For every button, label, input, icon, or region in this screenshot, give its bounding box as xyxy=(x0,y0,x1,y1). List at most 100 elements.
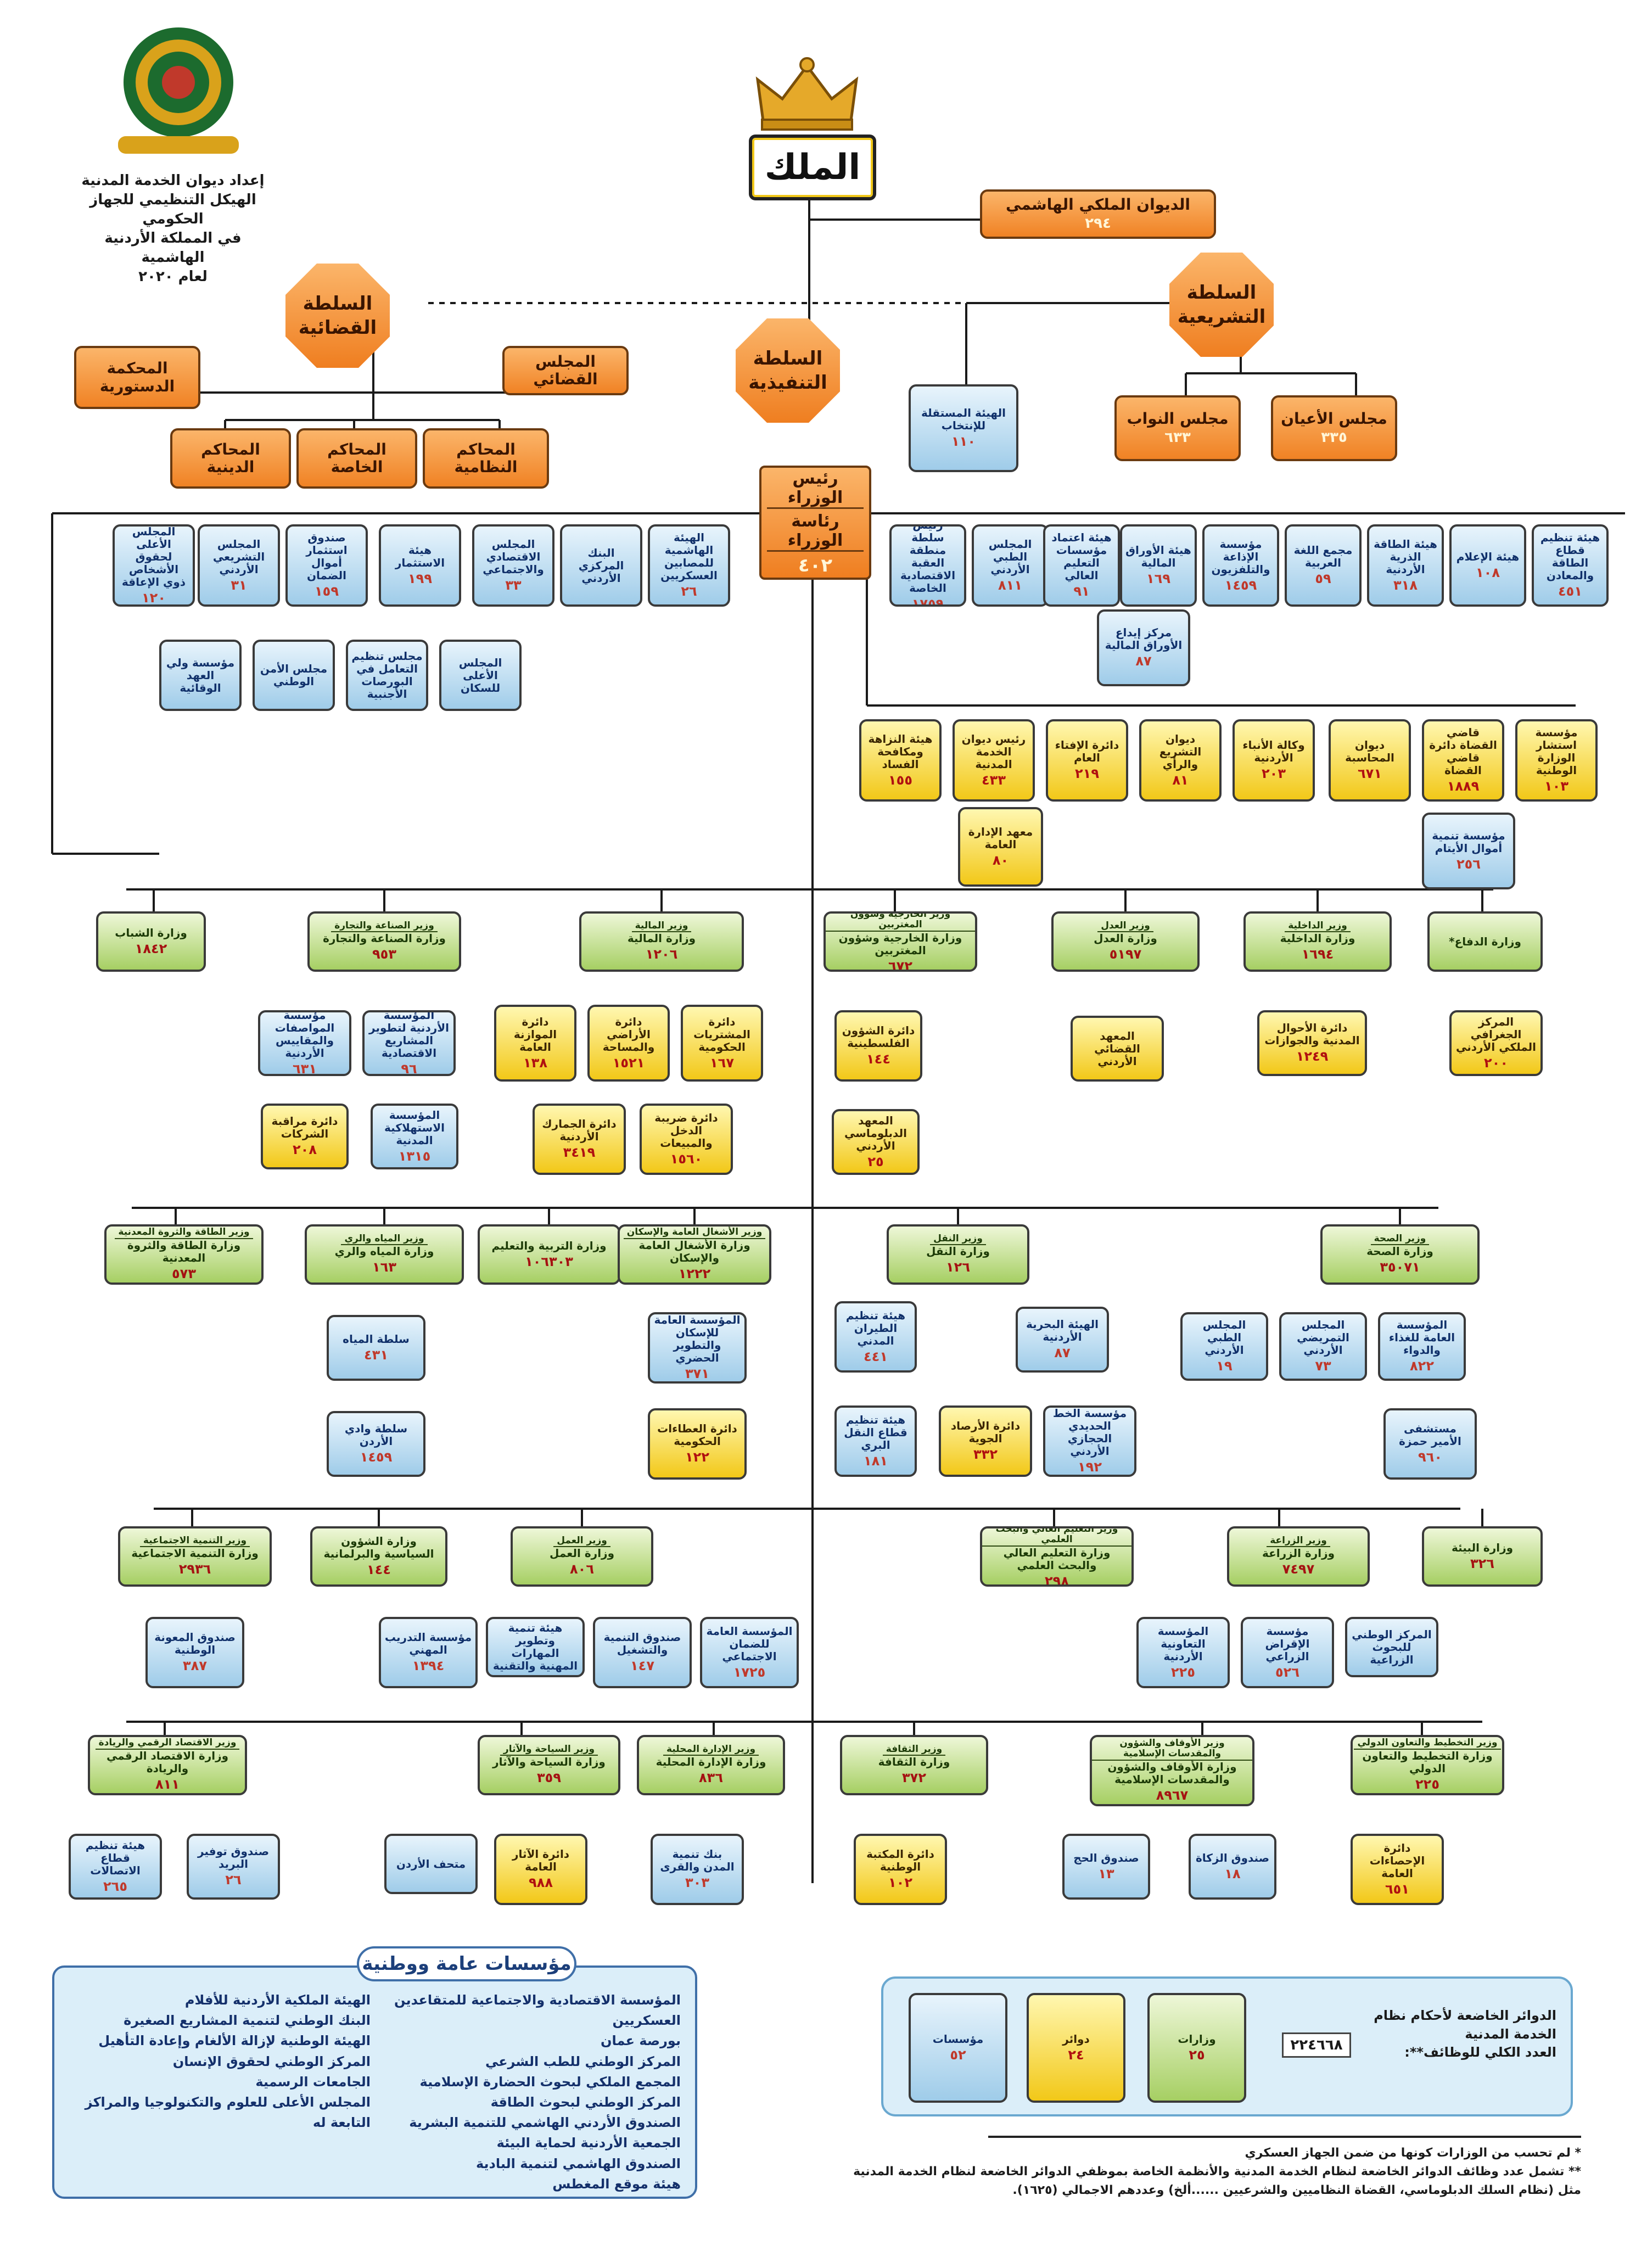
unit-income-tax-count: ١٥٦٠ xyxy=(670,1151,703,1167)
unit-national-aid-label: صندوق المعونة الوطنية xyxy=(154,1631,236,1657)
public-admin-label: معهد الإدارة العامة xyxy=(968,825,1033,851)
ministry-energy-label: وزارة الطاقة والثروة المعدنية xyxy=(127,1238,241,1264)
unit-telecom-label: هيئة تنظيم قطاع الاتصالات xyxy=(85,1838,145,1877)
ministry-digital-label: وزارة الاقتصاد الرقمي والريادة xyxy=(106,1749,229,1775)
ministry-interior-count: ١٦٩٤ xyxy=(1301,947,1334,962)
unit-customs-label: دائرة الجمارك الأردنية xyxy=(542,1117,617,1144)
religious-courts: المحاكم الدينية xyxy=(170,428,291,489)
unit-food-drug-label: المؤسسة العامة للغذاء والدواء xyxy=(1388,1318,1455,1357)
public-admin-institute: معهد الإدارة العامة ٨٠ xyxy=(958,807,1043,887)
institution-item: الصندوق الهاشمي لتنمية البادية xyxy=(475,2155,681,2171)
pm-left-central-bank-label: البنك المركزي الأردني xyxy=(578,546,624,585)
unit-budget-count: ١٣٨ xyxy=(523,1055,547,1071)
ministry-health-label: وزارة الصحة xyxy=(1366,1245,1433,1258)
ministry-industry-count: ٩٥٣ xyxy=(372,947,396,962)
prime-minister-box: رئيس الوزراء رئاسة الوزراء ٤٠٢ xyxy=(759,466,871,580)
pm-left-central-bank: البنك المركزي الأردني xyxy=(560,524,642,607)
pm-right-accreditation-count: ٩١ xyxy=(1073,584,1090,600)
ministry-public-works-count: ١٢٢٢ xyxy=(678,1265,711,1281)
ministry-foreign-count: ٦٧٢ xyxy=(888,958,912,972)
ministry-public-works-label: وزارة الأشغال العامة والإسكان xyxy=(638,1238,750,1264)
unit-meteorology-count: ٣٣٢ xyxy=(973,1447,998,1463)
ministry-planning-label: وزارة التخطيط والتعاون الدولي xyxy=(1362,1749,1493,1775)
header-line-2: الهيكل التنظيمي للجهاز الحكومي xyxy=(89,192,256,228)
ministry-transport-minister: وزير النقل xyxy=(930,1233,986,1246)
pm-left2-foreign-exchange-label: مجلس تنظيم التعامل في البورصات الأجنبية xyxy=(351,649,423,701)
unit-ssc-count: ١٧٢٥ xyxy=(733,1664,766,1680)
unit-agri-credit-label: مؤسسة الإقراض الزراعي xyxy=(1265,1624,1310,1663)
ministry-justice-count: ٥١٩٧ xyxy=(1109,947,1142,962)
unit-diplomatic-label: المعهد الدبلوماسي الأردني xyxy=(844,1113,907,1152)
pm-right-information-count: ١٠٨ xyxy=(1476,564,1500,580)
pm-right-arabic-label: مجمع اللغة العربية xyxy=(1293,544,1353,570)
pm-left2-awards-label: مؤسسة ولي العهد الوقائية xyxy=(166,656,235,695)
pm-right-aqaba-count: ١٧٥٩ xyxy=(911,596,944,607)
ministry-awqaf-minister: وزير الأوقاف والشؤون والمقدسات الإسلامية xyxy=(1092,1738,1252,1761)
unit-postal-count: ٢٦ xyxy=(225,1872,242,1888)
king-label: الملك xyxy=(764,147,861,188)
ministry-agriculture-label: وزارة الزراعة xyxy=(1262,1547,1335,1560)
ministry-environment-label: وزارة البيئة xyxy=(1451,1541,1514,1554)
unit-hajj-count: ١٣ xyxy=(1098,1866,1114,1881)
public-institutions-title: مؤسسات عامة ووطنية xyxy=(357,1946,576,1981)
pm-left2-foreign-exchange: مجلس تنظيم التعامل في البورصات الأجنبية xyxy=(346,640,428,711)
pm-dept-chief-justice-count: ١٨٨٩ xyxy=(1447,779,1480,794)
pm-right-securities-count: ١٦٩ xyxy=(1146,571,1170,587)
pm-dept-legislation-label: ديوان التشريع والرأي xyxy=(1159,732,1202,771)
unit-museum-label: متحف الأردن xyxy=(396,1857,466,1871)
institution-item: المؤسسة الاقتصادية والاجتماعية للمتقاعدي… xyxy=(394,1992,681,2029)
unit-maritime-label: الهيئة البحرية الأردنية xyxy=(1026,1318,1099,1344)
pm-dept-integrity-count: ١٥٥ xyxy=(888,772,912,788)
ministry-culture-label: وزارة الثقافة xyxy=(878,1755,950,1769)
pm-dept-legislation-count: ٨١ xyxy=(1172,772,1189,788)
pm-right-aqaba: رئيس سلطة منطقة العقبة الاقتصادية الخاصة… xyxy=(889,524,966,607)
pm-right-arabic-count: ٥٩ xyxy=(1315,571,1331,587)
unit-housing-label: المؤسسة العامة للإسكان والتطوير الحضري xyxy=(654,1313,741,1365)
pm-dept-national-consultant-label: مؤسسة استشار الوزارة الوطنية xyxy=(1535,726,1578,777)
unit-gov-tenders-count: ١٢٢ xyxy=(685,1449,709,1465)
pm-left-legislative-council-label: المجلس التشريعي الأردني xyxy=(212,537,265,576)
special-courts: المحاكم الخاصة xyxy=(296,428,417,489)
ministry-transport-count: ١٢٦ xyxy=(946,1259,970,1275)
unit-lands-count: ١٥٢١ xyxy=(612,1055,645,1071)
unit-civil-status-count: ١٢٤٩ xyxy=(1296,1049,1329,1065)
pm-left-disability-label: المجلس الأعلى لحقوق الأشخاص ذوي الإعاقة xyxy=(121,524,186,589)
unit-cities-dev-label: بنك تنمية المدن والقرى xyxy=(660,1847,735,1874)
unit-lands-label: دائرة الأراضي والمساحة xyxy=(602,1015,655,1054)
unit-prince-hamza-count: ٩٦٠ xyxy=(1418,1449,1442,1465)
royal-court-count: ٢٩٤ xyxy=(1085,215,1111,232)
unit-nursing-count: ٧٣ xyxy=(1315,1358,1331,1374)
pm-dept-general-budget-count: ٢١٩ xyxy=(1075,766,1099,782)
summary-text: الدوائر الخاضعة لأحكام نظام الخدمة المدن… xyxy=(1348,2007,1556,2062)
ministry-awqaf: وزير الأوقاف والشؤون والمقدسات الإسلامية… xyxy=(1090,1735,1254,1806)
king-box: الملك xyxy=(749,135,876,200)
institution-item: المجلس الأعلى للعلوم والتكنولوجيا والمرا… xyxy=(85,2094,371,2131)
ministry-tourism-label: وزارة السياحة والآثار xyxy=(492,1755,606,1769)
header-line-1: إعداد ديوان الخدمة المدنية xyxy=(81,172,265,189)
election-commission-count: ١١٠ xyxy=(951,434,976,450)
